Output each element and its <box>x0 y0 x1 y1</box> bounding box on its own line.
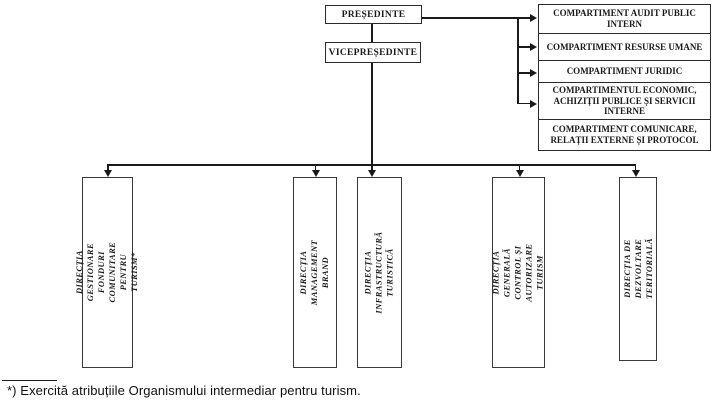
direction-box-gestionare-fonduri: DIRECȚIA GESTIONARE FONDURI COMUNITARE P… <box>74 177 140 368</box>
arrow-down-icon <box>104 170 112 177</box>
direction-label: DIRECȚIA INFRASTRUCTURĂ TURISTICĂ <box>362 231 396 314</box>
footnote-divider <box>2 380 57 381</box>
connector-president-vicepresident <box>371 24 373 42</box>
connector-drop-4 <box>518 164 520 171</box>
direction-box-infrastructura: DIRECȚIA INFRASTRUCTURĂ TURISTICĂ <box>357 177 402 368</box>
compartment-label: COMPARTIMENTUL ECONOMIC, ACHIZIȚII PUBLI… <box>552 84 697 117</box>
direction-label: DIRECȚIA GESTIONARE FONDURI COMUNITARE P… <box>74 242 140 303</box>
arrow-down-icon <box>515 170 524 177</box>
connector-stub-resurse <box>517 46 531 48</box>
compartment-box-comunicare: COMPARTIMENT COMUNICARE, RELAȚII EXTERNE… <box>539 119 710 150</box>
arrow-right-icon <box>530 14 537 22</box>
compartment-box-economic: COMPARTIMENTUL ECONOMIC, ACHIZIȚII PUBLI… <box>539 82 710 119</box>
compartment-label: COMPARTIMENT AUDIT PUBLIC INTERN <box>553 8 696 29</box>
president-label: PREȘEDINTE <box>341 9 406 20</box>
direction-box-dezvoltare-teritoriala: DIRECȚIA DE DEZVOLTARE TERITORIALĂ <box>619 177 657 361</box>
compartment-box-juridic: COMPARTIMENT JURIDIC <box>539 60 710 82</box>
vicepresident-label: VICEPREȘEDINTE <box>328 47 418 58</box>
connector-drop-1 <box>107 164 109 171</box>
connector-stub-audit <box>517 17 531 19</box>
connector-stub-economic <box>517 102 531 104</box>
connector-stub-juridic <box>517 72 531 74</box>
president-box: PREȘEDINTE <box>325 5 422 24</box>
arrow-right-icon <box>530 43 537 51</box>
compartment-label: COMPARTIMENT JURIDIC <box>566 66 683 77</box>
compartment-box-audit: COMPARTIMENT AUDIT PUBLIC INTERN <box>539 5 710 33</box>
connector-compartments-trunk <box>517 17 519 104</box>
arrow-down-icon <box>368 170 376 177</box>
direction-box-control-autorizare: DIRECȚIA GENERALĂ CONTROL ȘI AUTORIZARE … <box>490 177 546 368</box>
arrow-down-icon <box>631 170 640 177</box>
compartment-box-resurse-umane: COMPARTIMENT RESURSE UMANE <box>539 33 710 60</box>
arrow-right-icon <box>530 69 537 77</box>
arrow-right-icon <box>530 99 537 108</box>
compartment-label: COMPARTIMENT COMUNICARE, RELAȚII EXTERNE… <box>550 124 699 145</box>
connector-vicepresident-trunk <box>371 63 373 165</box>
connector-drop-3 <box>371 164 373 171</box>
direction-label: DIRECȚIA MANAGEMENT BRAND <box>298 239 331 306</box>
compartment-label: COMPARTIMENT RESURSE UMANE <box>546 41 703 52</box>
connector-drop-2 <box>314 164 316 171</box>
direction-box-management-brand: DIRECȚIA MANAGEMENT BRAND <box>293 177 337 368</box>
connector-drop-5 <box>634 164 636 171</box>
arrow-down-icon <box>311 170 320 177</box>
footnote-text: *) Exercită atribuțiile Organismului int… <box>7 383 361 398</box>
vicepresident-box: VICEPREȘEDINTE <box>325 42 421 63</box>
direction-label: DIRECȚIA GENERALĂ CONTROL ȘI AUTORIZARE … <box>490 243 546 302</box>
connector-president-compartments <box>422 17 518 19</box>
direction-label: DIRECȚIA DE DEZVOLTARE TERITORIALĂ <box>621 238 654 300</box>
compartments-column: COMPARTIMENT AUDIT PUBLIC INTERN COMPART… <box>538 4 711 151</box>
